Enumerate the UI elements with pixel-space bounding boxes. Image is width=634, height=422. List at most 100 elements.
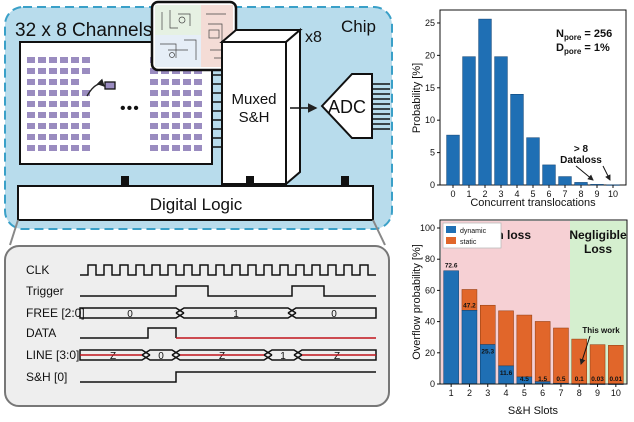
muxed-label: Muxed	[231, 91, 276, 108]
pixel-cell	[38, 134, 46, 140]
negligible-label-2: Loss	[584, 242, 612, 256]
line-bus-value: Z	[110, 351, 116, 362]
pixel-cell	[49, 101, 57, 107]
chip-label: Chip	[341, 17, 376, 36]
pixel-cell	[172, 123, 180, 129]
pixel-cell	[38, 68, 46, 74]
data-label: 25.3	[481, 349, 494, 356]
legend-static-label: static	[460, 239, 477, 246]
pixel-cell	[150, 145, 158, 151]
x-tick-label: 1	[466, 189, 471, 199]
pixel-cell	[27, 68, 35, 74]
line-bus-value: 1	[280, 351, 286, 362]
digital-logic-block	[17, 185, 374, 221]
bar	[494, 56, 508, 186]
x-tick-label: 4	[504, 388, 509, 398]
digital-logic-label: Digital Logic	[150, 195, 243, 214]
muxed-sh-block: Muxed S&H	[219, 27, 303, 187]
static-bar	[479, 304, 496, 345]
pixel-cell	[27, 134, 35, 140]
data-label: 1.5	[538, 376, 547, 383]
dataloss-arrow-9	[575, 165, 594, 181]
y-tick-label: 60	[425, 285, 435, 295]
pixel-cell	[82, 90, 90, 96]
adc-label: ADC	[328, 97, 366, 117]
data-label: 0.03	[591, 376, 604, 383]
sh-wave	[80, 371, 376, 383]
x-tick-label: 5	[530, 189, 535, 199]
y-tick-label: 25	[425, 18, 435, 28]
pixel-cell	[27, 57, 35, 63]
pixel-cell	[60, 112, 68, 118]
pixel-cell	[150, 134, 158, 140]
pixel-cell	[71, 123, 79, 129]
array-connector	[121, 176, 129, 186]
y-tick-label: 0	[430, 379, 435, 389]
pixel-cell	[150, 79, 158, 85]
clk-wave	[80, 264, 376, 276]
chart2-plot-frame	[439, 219, 628, 385]
free-bus-value: 0	[127, 309, 133, 320]
pixel-cell	[172, 90, 180, 96]
x-tick-label: 10	[611, 388, 621, 398]
bar	[542, 164, 556, 186]
pixel-cell	[172, 112, 180, 118]
pixel-cell	[49, 123, 57, 129]
bar	[462, 56, 476, 186]
x-tick-label: 10	[608, 189, 618, 199]
y-tick-label: 100	[420, 223, 435, 233]
adc-block	[320, 73, 373, 139]
pixel-cell	[194, 112, 202, 118]
npore-annotation: Npore = 256	[556, 28, 612, 42]
pixel-cell	[161, 101, 169, 107]
timing-label: CLK	[26, 263, 49, 277]
pixel-cell	[183, 90, 191, 96]
pixel-cell	[49, 79, 57, 85]
sh-label: S&H	[239, 109, 270, 126]
chart2-legend: dynamic static	[442, 222, 502, 249]
pixel-cell	[38, 101, 46, 107]
x-tick-label: 7	[562, 189, 567, 199]
bar	[510, 94, 524, 186]
timing-label: LINE [3:0]	[26, 348, 79, 362]
free-bus-segment	[287, 307, 377, 319]
static-bar	[516, 314, 533, 378]
dataloss-arrow-10	[602, 165, 611, 181]
pixel-cell	[49, 134, 57, 140]
pixel-cell	[60, 57, 68, 63]
pixel-cell	[60, 101, 68, 107]
pixel-cell	[60, 134, 68, 140]
chart1-bars	[446, 18, 620, 186]
y-tick-label: 10	[425, 115, 435, 125]
data-label: 47.2	[463, 302, 476, 309]
data-label: 11.6	[500, 370, 513, 377]
chart1-y-label: Probability [%]	[411, 63, 423, 133]
line-bus-value: Z	[219, 351, 225, 362]
pixel-cell	[82, 57, 90, 63]
data-wave	[80, 327, 177, 339]
pixel-cell	[71, 134, 79, 140]
pixel-cell	[60, 68, 68, 74]
pixel-cell	[161, 112, 169, 118]
chart2-x-label: S&H Slots	[508, 405, 559, 417]
pixel-cell	[82, 123, 90, 129]
channels-title: 32 x 8 Channels	[15, 20, 152, 41]
pixel-cell	[49, 112, 57, 118]
pixel-cell	[150, 112, 158, 118]
legend-dynamic-swatch	[446, 226, 456, 233]
pixel-cell	[49, 90, 57, 96]
line-bus-value: 0	[158, 351, 164, 362]
pixel-cell	[49, 68, 57, 74]
pixel-cell	[161, 123, 169, 129]
free-bus-value: 1	[233, 309, 239, 320]
pixel-cell	[82, 145, 90, 151]
pixel-cell	[27, 101, 35, 107]
x-tick-label: 6	[546, 189, 551, 199]
pixel-cell	[183, 134, 191, 140]
